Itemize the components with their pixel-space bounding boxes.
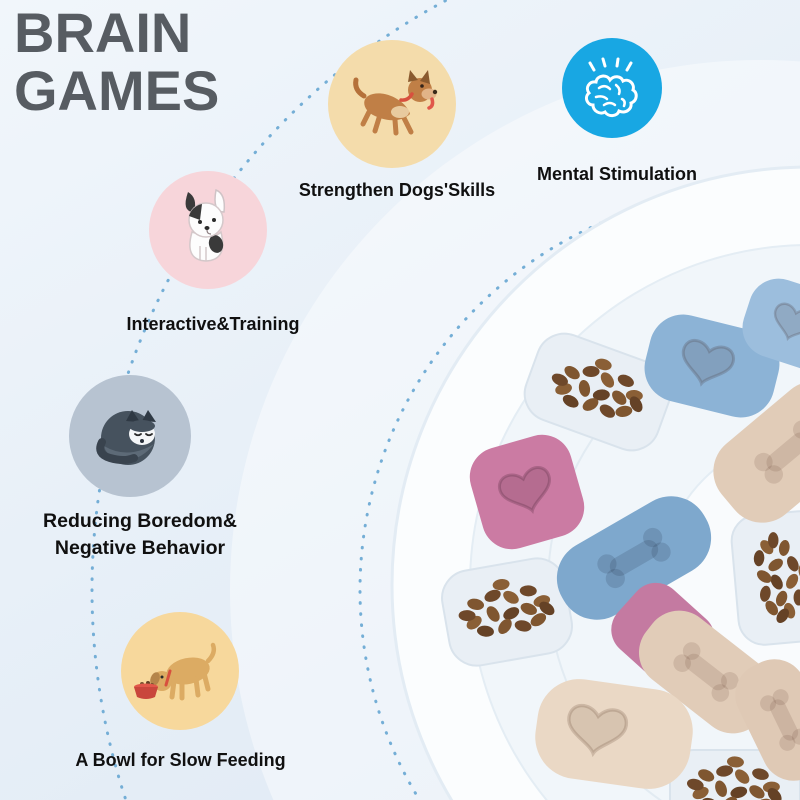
spark-rays (588, 57, 633, 72)
dotted-circle-outer (90, 0, 451, 800)
feature-label-strengthen: Strengthen Dogs'Skills (298, 180, 496, 200)
slider-pink-heart[interactable] (463, 428, 592, 557)
badge-circle (562, 38, 662, 138)
feature-label-boredom: Reducing Boredom& Negative Behavior (43, 510, 237, 559)
feature-badge-interactive (148, 170, 268, 290)
slider-blue-edge[interactable] (735, 271, 800, 385)
feature-label-slow-feeding: A Bowl for Slow Feeding (75, 750, 286, 770)
brain-icon (584, 57, 638, 118)
feature-badge-slow-feeding (120, 611, 240, 731)
feature-badge-boredom (68, 374, 192, 498)
title-line-2: GAMES (14, 59, 220, 122)
page-title: BRAIN GAMES (14, 4, 219, 120)
slider-beige-bone-right[interactable] (724, 648, 800, 791)
french-bulldog-illustration (185, 188, 226, 262)
slider-blue-bone[interactable] (543, 482, 725, 633)
feature-badge-strengthen (327, 39, 457, 169)
sleeping-husky-illustration (96, 410, 156, 465)
dotted-circle-inner (358, 188, 800, 800)
feature-label-interactive: Interactive&Training (126, 314, 300, 334)
dog-eating-from-bowl-illustration (134, 642, 217, 701)
feature-label-mental: Mental Stimulation (536, 164, 697, 184)
puzzle-feeder-product (390, 165, 800, 800)
slider-beige-bone[interactable] (699, 367, 800, 538)
slider-peach-heart[interactable] (530, 674, 698, 795)
playful-dog-illustration (353, 70, 438, 136)
feature-badge-mental (562, 38, 662, 138)
title-line-1: BRAIN (14, 1, 192, 64)
